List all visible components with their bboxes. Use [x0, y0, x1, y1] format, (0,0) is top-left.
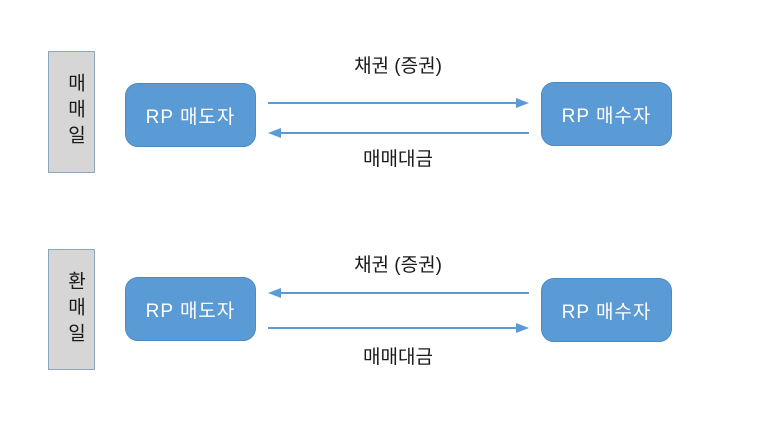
arrow-line [281, 292, 529, 294]
flow-arrow-payment-trade [268, 127, 529, 139]
arrow-line [268, 102, 516, 104]
flow-label-payment-repurchase: 매매대금 [363, 347, 433, 368]
arrow-line [281, 132, 529, 134]
actor-label-rp-seller: RP 매도자 [145, 106, 236, 128]
arrowhead-right-icon [516, 98, 529, 108]
phase-label-repurchase-date: 환매일 [64, 270, 86, 349]
actor-box-rp-seller-trade: RP 매도자 [125, 83, 256, 147]
phase-box-repurchase-date: 환매일 [48, 249, 95, 370]
actor-label-rp-buyer: RP 매수자 [561, 301, 652, 323]
arrow-line [268, 327, 516, 329]
arrowhead-left-icon [268, 288, 281, 298]
actor-box-rp-buyer-trade: RP 매수자 [541, 82, 672, 146]
flow-label-securities-trade: 채권 (증권) [354, 56, 442, 77]
arrowhead-right-icon [516, 323, 529, 333]
actor-box-rp-seller-repurchase: RP 매도자 [125, 277, 256, 341]
phase-box-trade-date: 매매일 [48, 51, 95, 173]
flow-arrow-securities-trade [268, 97, 529, 109]
actor-box-rp-buyer-repurchase: RP 매수자 [541, 278, 672, 342]
flow-arrow-securities-repurchase [268, 287, 529, 299]
actor-label-rp-buyer: RP 매수자 [561, 105, 652, 127]
actor-label-rp-seller: RP 매도자 [145, 300, 236, 322]
phase-label-trade-date: 매매일 [64, 73, 86, 151]
flow-label-payment-trade: 매매대금 [363, 149, 433, 170]
arrowhead-left-icon [268, 128, 281, 138]
flow-arrow-payment-repurchase [268, 322, 529, 334]
flow-label-securities-repurchase: 채권 (증권) [354, 255, 442, 276]
